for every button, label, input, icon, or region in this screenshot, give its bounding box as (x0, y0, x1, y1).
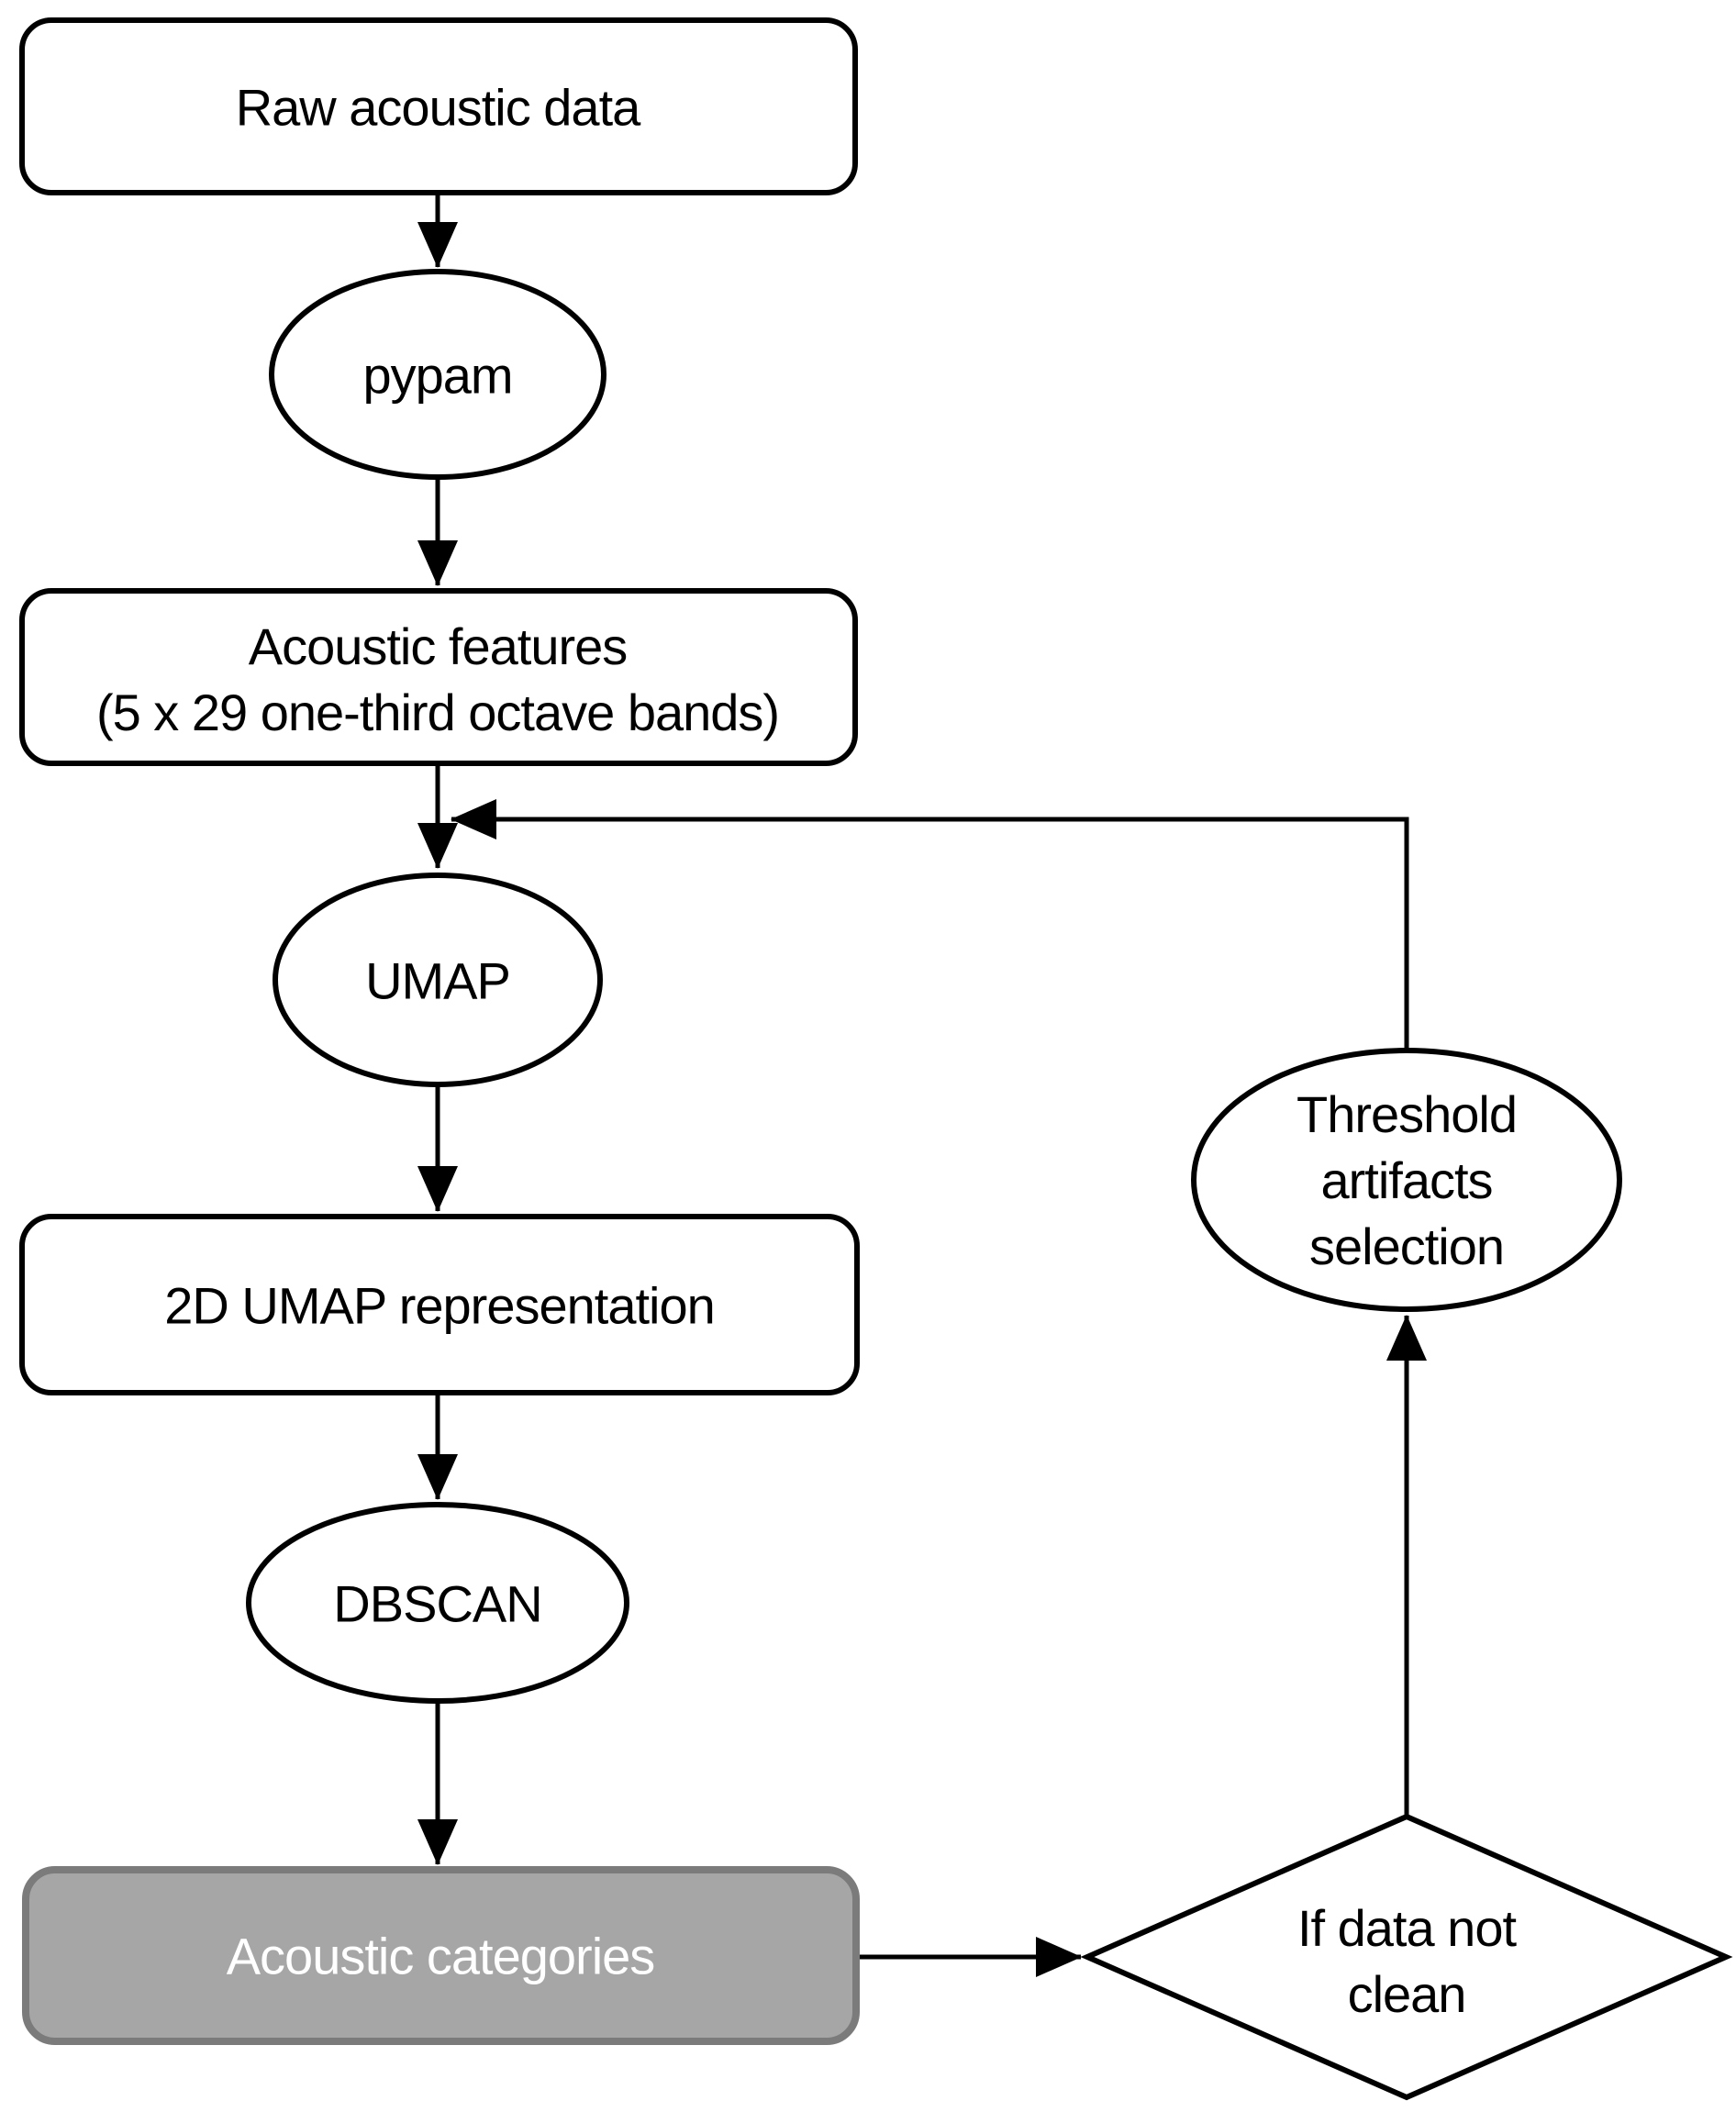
threshold-label-line3: selection (1309, 1217, 1504, 1275)
label-line: (5 x 29 one-third octave bands) (96, 684, 779, 741)
umap-ellipse (273, 873, 603, 1087)
decision-label-line1: If data not (1297, 1899, 1518, 1957)
node-acoustic-features: Acoustic features (5 x 29 one-third octa… (19, 588, 858, 766)
acoustic-features-label-line2: (5 x 29 one-third octave bands) (96, 684, 779, 741)
edge-threshold-feedback-to-umap (451, 799, 1409, 1050)
raw-acoustic-data-label: Raw acoustic data (236, 79, 641, 137)
label-line: If data not (1297, 1899, 1518, 1957)
label-line: Threshold (1296, 1085, 1517, 1143)
label-line: selection (1309, 1217, 1504, 1275)
2d-umap-representation-label: 2D UMAP representation (164, 1277, 715, 1335)
2d-umap-representation-box (19, 1214, 860, 1395)
node-umap: UMAP (273, 873, 603, 1087)
label-line: artifacts (1320, 1151, 1492, 1209)
label-line: Acoustic features (249, 617, 628, 675)
threshold-label-line1: Threshold (1296, 1085, 1517, 1143)
acoustic-features-box (19, 588, 858, 766)
raw-acoustic-data-box (19, 17, 858, 195)
node-dbscan: DBSCAN (246, 1502, 629, 1704)
decision-label-line2: clean (1348, 1965, 1466, 2023)
node-2d-umap-representation: 2D UMAP representation (19, 1214, 860, 1395)
node-if-data-not-clean: If data not clean (1080, 1813, 1733, 2101)
threshold-label-line2: artifacts (1320, 1151, 1492, 1209)
acoustic-features-label-line1: Acoustic features (249, 617, 628, 675)
acoustic-categories-box (22, 1866, 860, 2045)
node-threshold-artifacts-selection: Threshold artifacts selection (1191, 1048, 1622, 1312)
node-pypam: pypam (269, 269, 606, 480)
threshold-artifacts-selection-ellipse (1191, 1048, 1622, 1312)
node-raw-acoustic-data: Raw acoustic data (19, 17, 858, 195)
dbscan-ellipse (246, 1502, 629, 1704)
dbscan-label: DBSCAN (333, 1575, 541, 1633)
pypam-label: pypam (362, 347, 512, 405)
label-line: clean (1348, 1965, 1466, 2023)
if-data-not-clean-diamond (1080, 1813, 1733, 2101)
umap-label: UMAP (365, 952, 510, 1010)
pypam-ellipse (269, 269, 606, 480)
node-acoustic-categories: Acoustic categories (22, 1866, 860, 2045)
acoustic-categories-label: Acoustic categories (227, 1928, 655, 1985)
